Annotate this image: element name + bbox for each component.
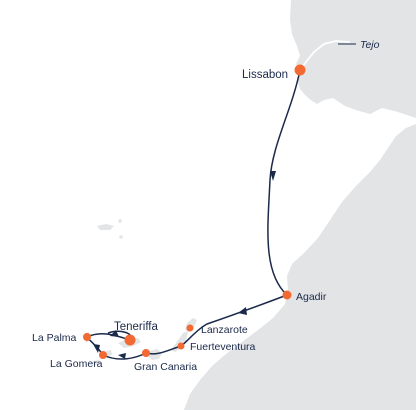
port-labels: Lissabon Agadir Lanzarote Fuerteventura … xyxy=(32,69,327,373)
madeira-islands xyxy=(97,219,123,239)
port-label-agadir: Agadir xyxy=(296,291,327,303)
island-el-hierro xyxy=(93,360,100,365)
port-label-lissabon: Lissabon xyxy=(242,69,288,81)
port-marker-agadir xyxy=(282,290,292,300)
port-label-la-gomera: La Gomera xyxy=(50,358,103,370)
route-arrow-5 xyxy=(110,330,119,337)
port-label-fuerteventura: Fuerteventura xyxy=(190,341,256,353)
island-fuerteventura xyxy=(171,331,188,352)
port-marker-la-gomera xyxy=(99,351,107,359)
port-marker-lissabon xyxy=(294,64,306,76)
port-label-lanzarote: Lanzarote xyxy=(201,324,248,336)
landmass-africa xyxy=(184,124,416,410)
route-agadir-lanzarote xyxy=(180,294,288,347)
river-tejo xyxy=(299,40,351,71)
port-label-gran-canaria: Gran Canaria xyxy=(134,361,197,373)
river-label-tejo: Tejo xyxy=(360,39,380,51)
island-la-gomera xyxy=(106,350,112,356)
port-marker-la-palma xyxy=(83,333,91,341)
landmass-iberia xyxy=(290,0,416,118)
port-marker-teneriffa xyxy=(124,334,136,346)
port-label-teneriffa: Teneriffa xyxy=(114,321,159,333)
route-arrows xyxy=(93,171,276,359)
port-marker-fuerteventura xyxy=(177,342,185,350)
port-label-la-palma: La Palma xyxy=(32,332,77,344)
route-arrow-1 xyxy=(270,171,276,181)
route-arrow-2 xyxy=(238,307,247,315)
port-markers xyxy=(83,64,306,359)
route-arrow-4 xyxy=(93,344,100,353)
port-marker-lanzarote xyxy=(186,324,194,332)
port-marker-gran-canaria xyxy=(142,349,150,357)
route-lissabon-agadir xyxy=(267,69,301,296)
route-arrow-3 xyxy=(118,353,126,359)
